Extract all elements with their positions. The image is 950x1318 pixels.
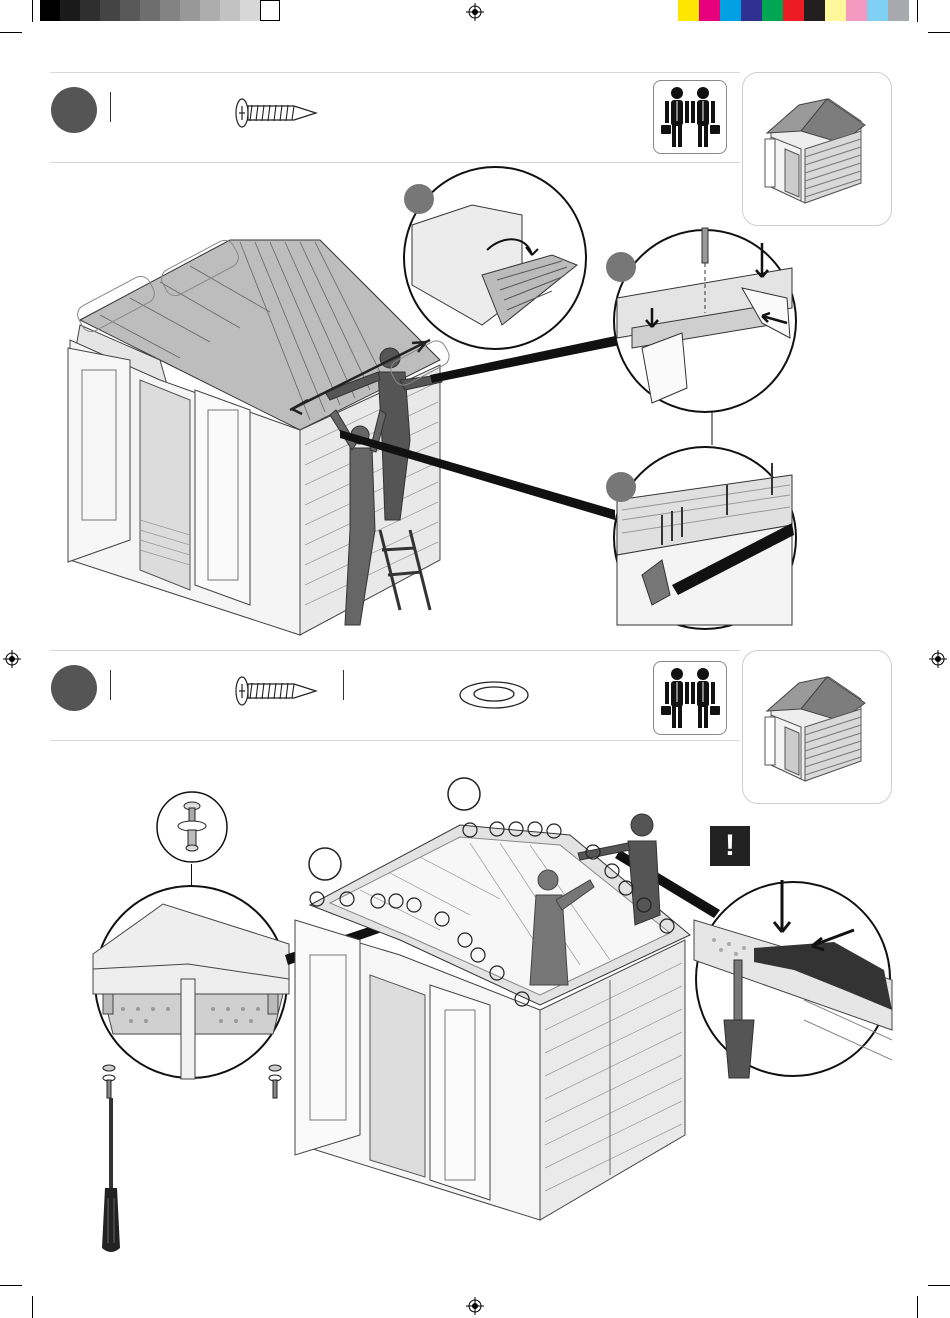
roof-press-detail <box>694 880 892 1078</box>
crop-mark <box>928 1285 950 1286</box>
gable-trim-detail <box>612 445 798 631</box>
crop-mark <box>0 1285 22 1286</box>
step-number-circle <box>51 665 97 711</box>
registration-mark-bottom-icon <box>466 1297 484 1315</box>
callout-c-marker <box>606 472 636 502</box>
crop-mark <box>917 1296 918 1318</box>
callout-leader-lines <box>0 0 950 650</box>
screw-icon <box>268 1064 282 1104</box>
callout-b-marker <box>606 252 636 282</box>
registration-mark-right-icon <box>929 650 947 668</box>
crop-mark <box>32 1296 33 1318</box>
screwdriver-icon <box>96 1098 126 1254</box>
registration-mark-left-icon <box>3 650 21 668</box>
step-2-shed-illustration <box>290 815 700 1225</box>
two-people-icon <box>653 661 727 735</box>
screw-insert-detail <box>612 228 798 414</box>
washer-icon <box>458 680 530 710</box>
screw-icon <box>234 674 318 708</box>
